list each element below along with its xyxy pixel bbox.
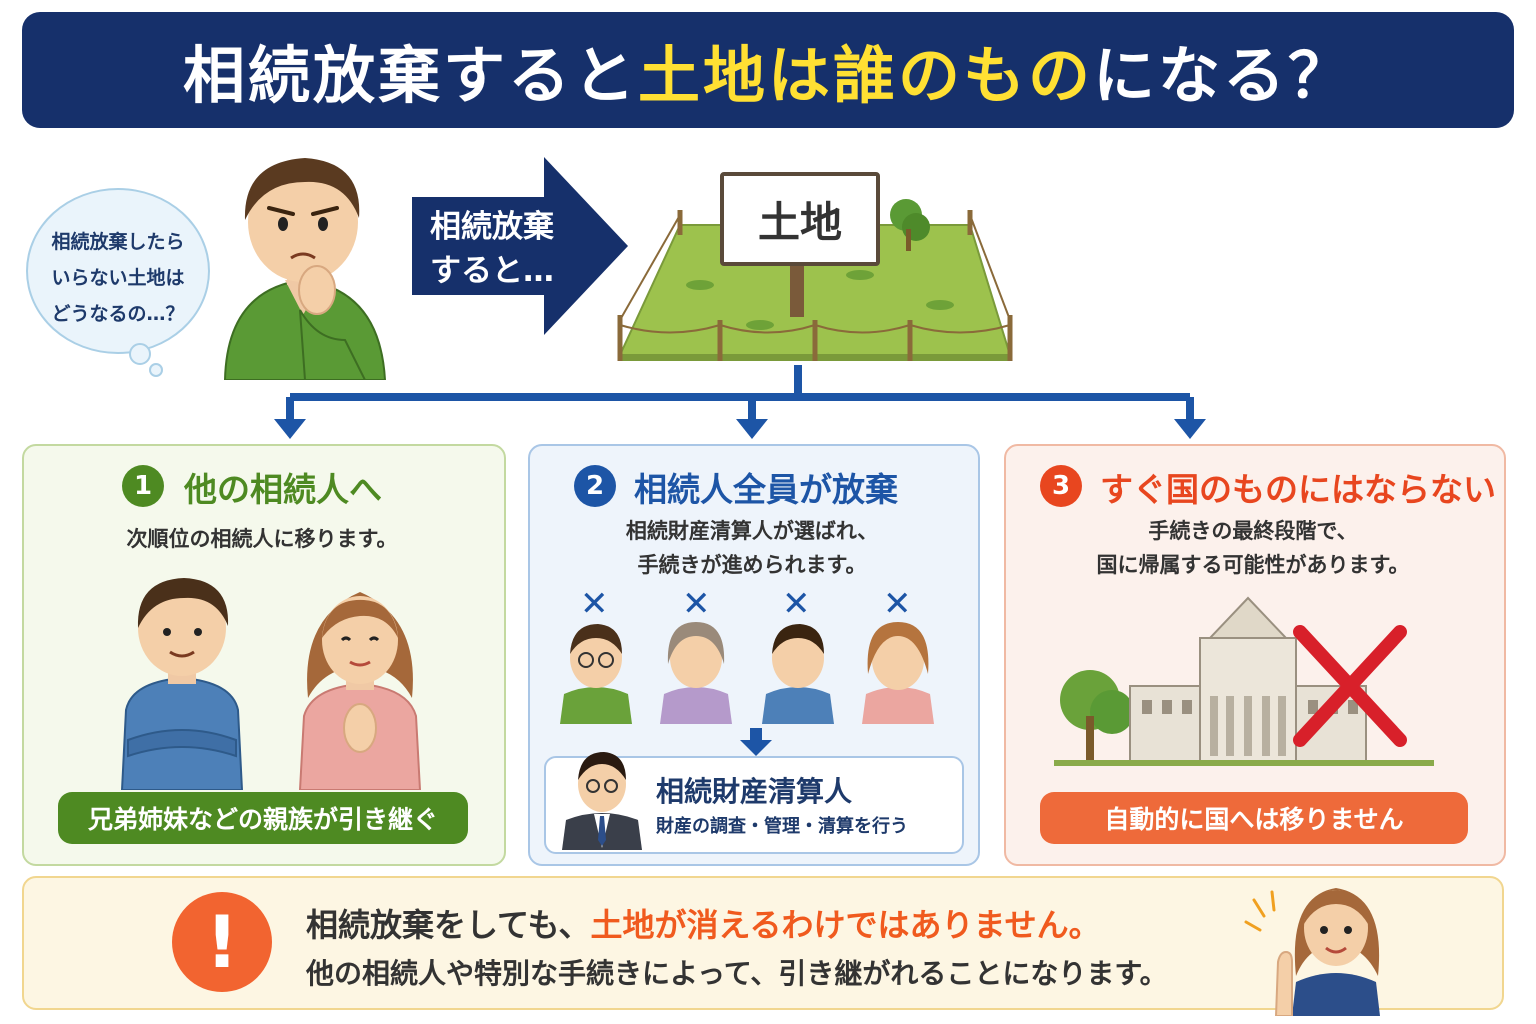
liquidator-avatar (562, 752, 642, 850)
arrow-right-icon (412, 157, 628, 335)
card2-title: 相続人全員が放棄 (634, 470, 898, 509)
worried-man-illustration (223, 158, 387, 380)
renounce-x-icon: ✕ (782, 584, 811, 624)
bubble-line: どうなるの…？ (51, 303, 185, 325)
card1-desc: 次順位の相続人に移ります。 (42, 522, 482, 556)
exclamation-glyph: ! (205, 900, 239, 984)
card2-desc: 相続財産清算人が選ばれ、 手続きが進められます。 (548, 514, 956, 582)
card3-desc-line: 国に帰属する可能性があります。 (1096, 553, 1410, 577)
header-banner: 相続放棄すると土地は誰のものになる？ (22, 12, 1514, 128)
land-sign: 土地 (720, 172, 880, 266)
card1-title: 他の相続人へ (184, 470, 382, 509)
title-part2: になる？ (1093, 39, 1354, 112)
sister-illustration (298, 592, 422, 790)
page-title: 相続放棄すると土地は誰のものになる？ (183, 25, 1353, 115)
heir-avatar-4 (862, 622, 934, 724)
card1-pill: 兄弟姉妹などの親族が引き継ぐ (58, 792, 468, 844)
renounce-x-icon: ✕ (883, 584, 912, 624)
card2-desc-line: 手続きが進められます。 (637, 553, 867, 577)
exclamation-icon: ! (172, 892, 272, 992)
arrow-down-icon (740, 728, 772, 756)
card3-desc-line: 手続きの最終段階で、 (1148, 519, 1358, 543)
bottom-line1-highlight: 土地が消えるわけではありません。 (590, 906, 1101, 944)
bubble-line: いらない土地は (51, 267, 185, 289)
card1-number: 1 (133, 471, 153, 501)
card1-pill-text: 兄弟姉妹などの親族が引き継ぐ (87, 805, 438, 834)
arrow-label: 相続放棄 すると… (430, 205, 590, 293)
card3-desc: 手続きの最終段階で、 国に帰属する可能性があります。 (1024, 514, 1482, 582)
bubble-text: 相続放棄したら いらない土地は どうなるの…？ (40, 224, 196, 332)
land-sign-label: 土地 (757, 197, 842, 247)
liquidator-title: 相続財産清算人 (656, 775, 853, 808)
bottom-line2: 他の相続人や特別な手続きによって、引き継がれることになります。 (306, 957, 1168, 990)
bottom-line1: 相続放棄をしても、土地が消えるわけではありません。 (306, 900, 1101, 946)
bubble-tail-icon (129, 343, 163, 377)
card1-desc-line: 次順位の相続人に移ります。 (126, 527, 398, 551)
arrow-label-line: 相続放棄 (430, 209, 554, 245)
advisor-woman-illustration (1244, 888, 1380, 1016)
card2-number: 2 (585, 471, 605, 501)
liquidator-desc: 財産の調査・管理・清算を行う (656, 816, 908, 837)
heir-avatar-1 (560, 624, 632, 724)
bubble-line: 相続放棄したら (51, 231, 185, 253)
card3-pill: 自動的に国へは移りません (1040, 792, 1468, 844)
heir-avatar-3 (762, 624, 834, 724)
arrow-label-line: すると… (430, 253, 554, 289)
thought-bubble (26, 188, 210, 354)
card3-pill-text: 自動的に国へは移りません (1104, 805, 1404, 834)
card3-number-badge: 3 (1040, 465, 1082, 507)
heir-avatar-2 (660, 622, 732, 724)
card2-desc-line: 相続財産清算人が選ばれ、 (625, 519, 879, 543)
card2-number-badge: 2 (574, 465, 616, 507)
brother-illustration (120, 578, 244, 790)
card3-number: 3 (1051, 471, 1071, 501)
bottom-note (22, 876, 1504, 1010)
heirs-group-illustration (560, 622, 934, 724)
card3-title: すぐ国のものにはならない (1100, 470, 1496, 509)
renounce-x-icon: ✕ (580, 584, 609, 624)
title-part1: 相続放棄すると (182, 39, 638, 112)
title-highlight: 土地は誰のもの (637, 39, 1093, 112)
card1-number-badge: 1 (122, 465, 164, 507)
bottom-line1-part1: 相続放棄をしても、 (306, 906, 591, 944)
renounce-x-icon: ✕ (682, 584, 711, 624)
branch-connector (274, 365, 1206, 439)
national-diet-building-illustration (1054, 596, 1434, 766)
